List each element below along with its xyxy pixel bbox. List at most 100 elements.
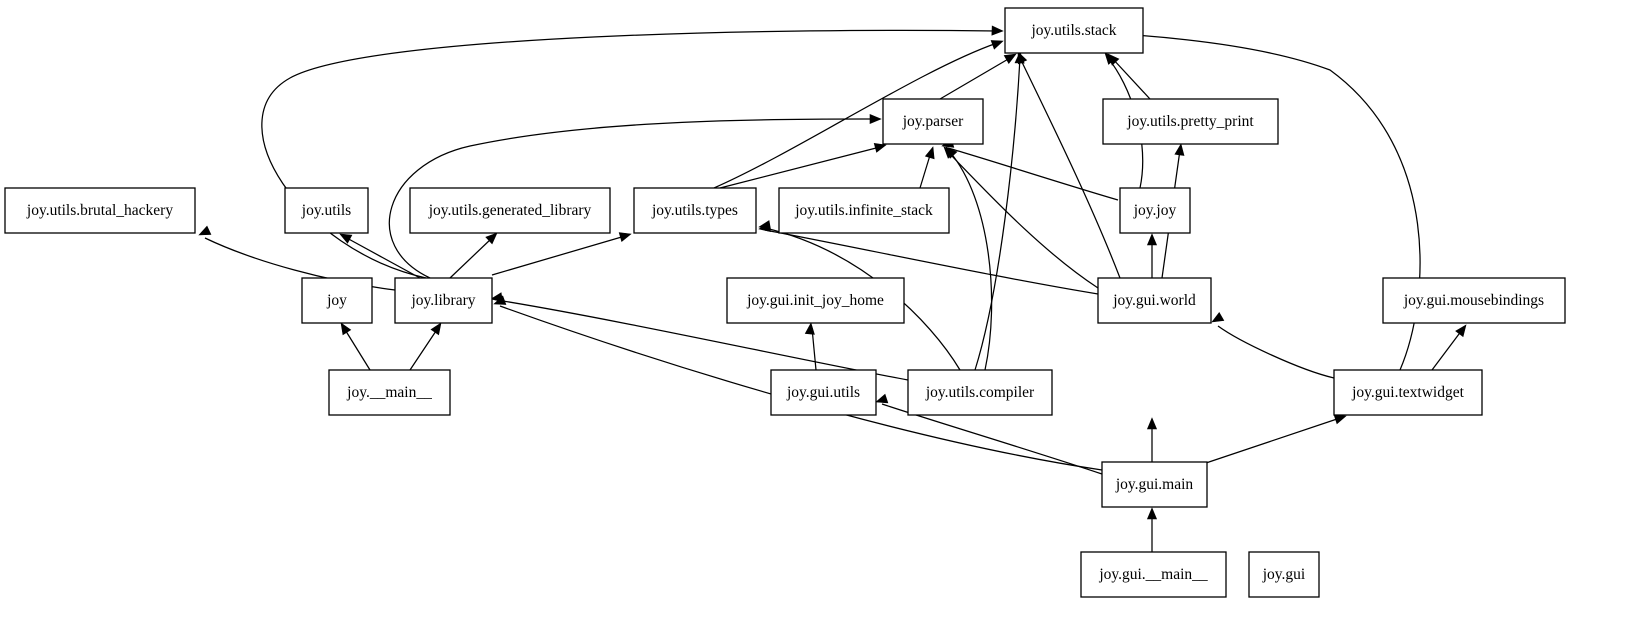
- edge-joy.library->joy.utils.types: [491, 235, 626, 276]
- node-label-joy: joy: [326, 292, 347, 309]
- node-box-joy.utils.stack[interactable]: [1004, 7, 1144, 54]
- edge-joy.inf_stack->joy.parser: [919, 151, 932, 189]
- arrowhead-joy.gui.main->gui.world: [1146, 417, 1158, 430]
- arrowhead-joy.library->joy.brutal: [198, 225, 212, 236]
- node-label-joy.utils.stack: joy.utils.stack: [1030, 22, 1116, 39]
- edge-joy.__main__->joy: [343, 327, 371, 371]
- node-joy.gui.main[interactable]: joy.gui.main: [1101, 461, 1208, 508]
- edge-joy.gui.main->textwidget: [1199, 417, 1341, 466]
- node-box-joy.utils.brutal_hackery[interactable]: [4, 187, 196, 234]
- node-label-joy.gui.utils: joy.gui.utils: [786, 384, 860, 401]
- node-joy.utils.compiler[interactable]: joy.utils.compiler: [907, 369, 1053, 416]
- node-label-joy.gui.world: joy.gui.world: [1112, 292, 1196, 309]
- node-joy.library[interactable]: joy.library: [394, 277, 493, 324]
- arrowhead-joy.types->joy.parser: [873, 143, 887, 153]
- node-label-joy.library: joy.library: [411, 292, 476, 309]
- node-box-joy.gui[interactable]: [1248, 551, 1320, 598]
- edge-joy.parser->joy.utils.stack: [939, 57, 1011, 100]
- node-box-joy.gui.init_joy_home[interactable]: [726, 277, 905, 324]
- node-joy.gui.utils[interactable]: joy.gui.utils: [770, 369, 877, 416]
- arrowhead-joy.world->parser: [943, 146, 956, 159]
- arrowhead-joy.library->joy.utils.types: [618, 232, 632, 242]
- edge-joy.gui.utils->init_home: [811, 327, 817, 371]
- edge-joy.types->joy.parser: [719, 146, 881, 189]
- node-box-joy.utils[interactable]: [284, 187, 369, 234]
- edge-joy.world->parser: [947, 151, 1099, 289]
- node-label-joy.utils.infinite_stack: joy.utils.infinite_stack: [794, 202, 933, 219]
- edge-joy.world->stack: [1019, 57, 1121, 279]
- arrowhead-joy.world->pretty: [1174, 143, 1185, 156]
- node-label-joy.utils.types: joy.utils.types: [651, 202, 738, 219]
- node-joy.utils.infinite_stack[interactable]: joy.utils.infinite_stack: [778, 187, 950, 234]
- arrowhead-joy.inf_stack->joy.parser: [924, 146, 935, 160]
- node-joy.utils.stack[interactable]: joy.utils.stack: [1004, 7, 1144, 54]
- node-joy.utils.pretty_print[interactable]: joy.utils.pretty_print: [1102, 98, 1279, 145]
- arrowhead-joy.library->joy.parser: [869, 113, 882, 125]
- node-joy[interactable]: joy: [301, 277, 373, 324]
- node-joy.gui.init_joy_home[interactable]: joy.gui.init_joy_home: [726, 277, 905, 324]
- edge-joy.__main__->joy.library: [409, 327, 439, 371]
- node-box-joy.gui.utils[interactable]: [770, 369, 877, 416]
- edge-joy.gui.main->gui.utils: [881, 403, 1103, 475]
- arrowhead-joy.textwidget->mouse: [1455, 324, 1467, 338]
- edge-joy.library->joy.utils.stack: [261, 29, 998, 279]
- node-box-joy.joy[interactable]: [1119, 187, 1191, 234]
- node-box-joy.__main__[interactable]: [328, 369, 451, 416]
- arrowhead-joy.world->joy.joy: [1146, 233, 1158, 246]
- edges-layer: [198, 25, 1467, 552]
- edge-joy.types->joy.utils.stack: [713, 42, 998, 189]
- node-box-joy.utils.pretty_print[interactable]: [1102, 98, 1279, 145]
- arrowhead-joy.types->joy.utils.stack: [990, 40, 1004, 50]
- node-label-joy.utils.generated_library: joy.utils.generated_library: [428, 202, 592, 219]
- arrowhead-joy.world->stack: [1017, 51, 1028, 65]
- node-box-joy.gui.mousebindings[interactable]: [1382, 277, 1566, 324]
- node-joy.parser[interactable]: joy.parser: [882, 98, 984, 145]
- node-label-joy.gui.init_joy_home: joy.gui.init_joy_home: [746, 292, 884, 309]
- node-joy.gui.textwidget[interactable]: joy.gui.textwidget: [1333, 369, 1483, 416]
- node-joy.gui.mousebindings[interactable]: joy.gui.mousebindings: [1382, 277, 1566, 324]
- node-box-joy.utils.generated_library[interactable]: [409, 187, 611, 234]
- node-joy.utils.brutal_hackery[interactable]: joy.utils.brutal_hackery: [4, 187, 196, 234]
- node-joy.__main__[interactable]: joy.__main__: [328, 369, 451, 416]
- edge-joy.joy->joy.parser: [947, 147, 1119, 201]
- node-box-joy.utils.compiler[interactable]: [907, 369, 1053, 416]
- arrowhead-joy.gui.main->gui.utils: [875, 393, 889, 404]
- node-label-joy.gui.main: joy.gui.main: [1115, 476, 1194, 493]
- arrowhead-joy.__main__->joy: [340, 322, 352, 336]
- node-box-joy.parser[interactable]: [882, 98, 984, 145]
- node-box-joy.gui.__main__[interactable]: [1080, 551, 1227, 598]
- arrowhead-joy.library->joy.utils.gen: [485, 232, 498, 245]
- node-label-joy.gui.textwidget: joy.gui.textwidget: [1351, 384, 1464, 401]
- node-box-joy.gui.world[interactable]: [1097, 277, 1212, 324]
- node-label-joy.gui.mousebindings: joy.gui.mousebindings: [1403, 292, 1544, 309]
- node-joy.gui.__main__[interactable]: joy.gui.__main__: [1080, 551, 1227, 598]
- node-label-joy.parser: joy.parser: [902, 113, 964, 130]
- node-box-joy[interactable]: [301, 277, 373, 324]
- node-box-joy.gui.textwidget[interactable]: [1333, 369, 1483, 416]
- node-joy.utils[interactable]: joy.utils: [284, 187, 369, 234]
- arrowhead-joy.__main__->joy.library: [430, 322, 442, 336]
- edge-joy.textwidget->world: [1217, 325, 1335, 379]
- node-joy.gui.world[interactable]: joy.gui.world: [1097, 277, 1212, 324]
- node-joy.utils.types[interactable]: joy.utils.types: [633, 187, 757, 234]
- node-box-joy.gui.main[interactable]: [1101, 461, 1208, 508]
- node-label-joy.utils: joy.utils: [301, 202, 351, 219]
- arrowhead-joy.library->joy.utils.stack: [991, 25, 1004, 36]
- node-label-joy.joy: joy.joy: [1133, 202, 1177, 219]
- node-label-joy.utils.pretty_print: joy.utils.pretty_print: [1126, 113, 1254, 130]
- edge-joy.pretty->joy.utils.stack: [1111, 57, 1151, 100]
- node-joy.utils.generated_library[interactable]: joy.utils.generated_library: [409, 187, 611, 234]
- arrowhead-joy.joy->joy.utils.stack: [1104, 52, 1117, 65]
- node-joy.joy[interactable]: joy.joy: [1119, 187, 1191, 234]
- arrowhead-joy.gui.utils->init_home: [804, 322, 815, 335]
- edge-joy.world->types: [764, 229, 1099, 295]
- node-box-joy.utils.types[interactable]: [633, 187, 757, 234]
- node-label-joy.utils.brutal_hackery: joy.utils.brutal_hackery: [26, 202, 173, 219]
- node-joy.gui[interactable]: joy.gui: [1248, 551, 1320, 598]
- node-box-joy.library[interactable]: [394, 277, 493, 324]
- edge-joy.textwidget->mouse: [1431, 329, 1463, 371]
- arrowhead-joy.gui.__main__->gui.main: [1146, 507, 1158, 520]
- node-box-joy.utils.infinite_stack[interactable]: [778, 187, 950, 234]
